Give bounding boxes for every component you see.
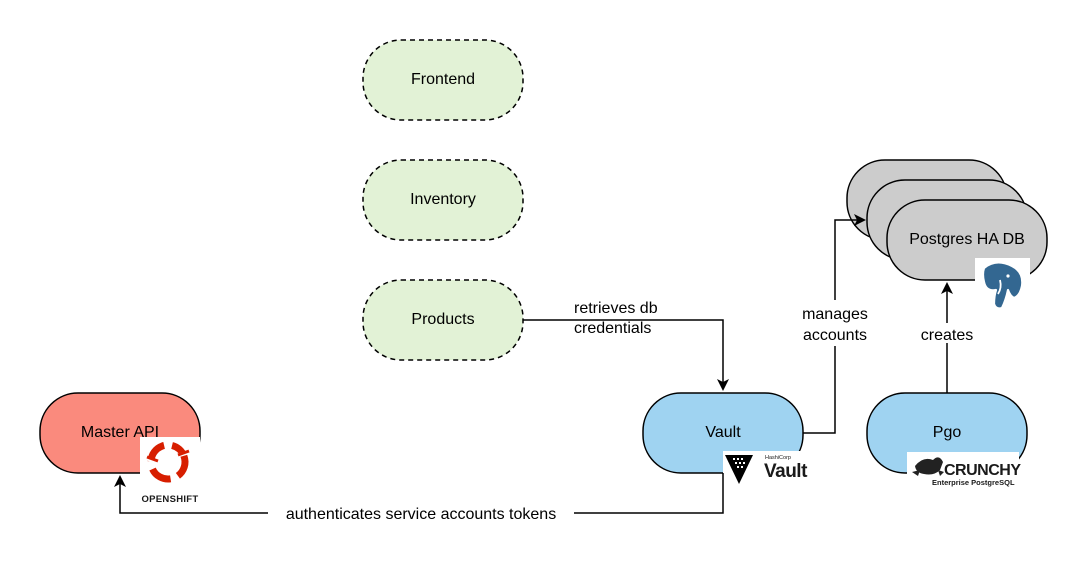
frontend-label: Frontend [411, 71, 475, 88]
master-api-label: Master API [81, 424, 159, 441]
edge-vault-to-postgres: manages accounts [795, 214, 875, 434]
edge-products-vault-label-line1: retrieves db [574, 300, 658, 317]
edge-products-vault-label-line2: credentials [574, 320, 651, 337]
edge-vault-postgres-label-line1: manages [802, 306, 868, 323]
crunchy-logo-subtext: Enterprise PostgreSQL [932, 478, 1015, 487]
vault-logo-text: Vault [764, 461, 808, 482]
vault-label: Vault [705, 424, 741, 441]
crunchy-logo-text: CRUNCHY [944, 462, 1021, 479]
edge-pgo-postgres-label: creates [921, 327, 973, 344]
edge-pgo-to-postgres: creates [914, 282, 980, 393]
postgres-ha-db-node[interactable]: Postgres HA DB [846, 159, 1048, 281]
vault-logo-small-text: HashiCorp [765, 455, 791, 461]
pgo-label: Pgo [933, 424, 962, 441]
openshift-logo-icon: OPENSHIFT [140, 437, 200, 507]
edge-vault-to-master-api: authenticates service accounts tokens [114, 473, 724, 523]
inventory-label: Inventory [410, 191, 476, 208]
edge-vault-postgres-label-line2: accounts [803, 327, 867, 344]
postgres-ha-db-label: Postgres HA DB [909, 231, 1025, 248]
openshift-logo-text: OPENSHIFT [141, 494, 198, 505]
frontend-node[interactable]: Frontend [362, 39, 524, 121]
edge-products-to-vault: retrieves db credentials [523, 300, 729, 391]
crunchy-logo-icon: CRUNCHY Enterprise PostgreSQL [907, 452, 1022, 488]
inventory-node[interactable]: Inventory [362, 159, 524, 241]
products-node[interactable]: Products [362, 279, 524, 361]
edge-vault-master-label: authenticates service accounts tokens [286, 506, 556, 523]
postgresql-elephant-logo-icon [975, 258, 1030, 312]
products-label: Products [411, 311, 474, 328]
vault-logo-icon: HashiCorp Vault [723, 451, 818, 485]
